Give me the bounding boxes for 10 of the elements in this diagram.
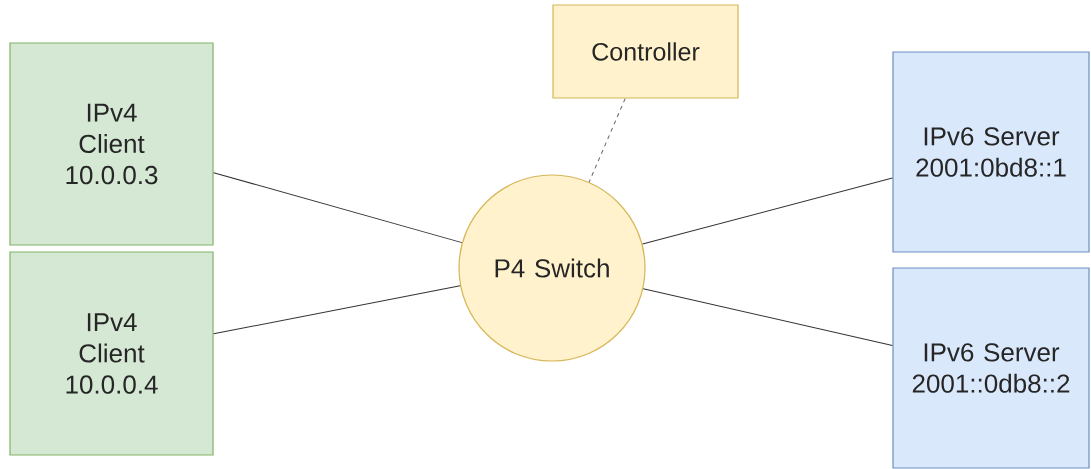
connector-line xyxy=(642,288,893,347)
client-box: IPv4 Client 10.0.0.4 xyxy=(9,251,214,456)
client-box: IPv4 Client 10.0.0.3 xyxy=(9,42,214,246)
connector-line xyxy=(642,177,893,245)
connector-line xyxy=(213,285,461,335)
dashed-line xyxy=(588,98,626,183)
server-box: IPv6 Server 2001::0db8::2 xyxy=(892,267,1090,469)
controller-box: Controller xyxy=(552,4,739,99)
connector-line xyxy=(213,172,463,244)
server-box: IPv6 Server 2001:0bd8::1 xyxy=(892,51,1090,253)
